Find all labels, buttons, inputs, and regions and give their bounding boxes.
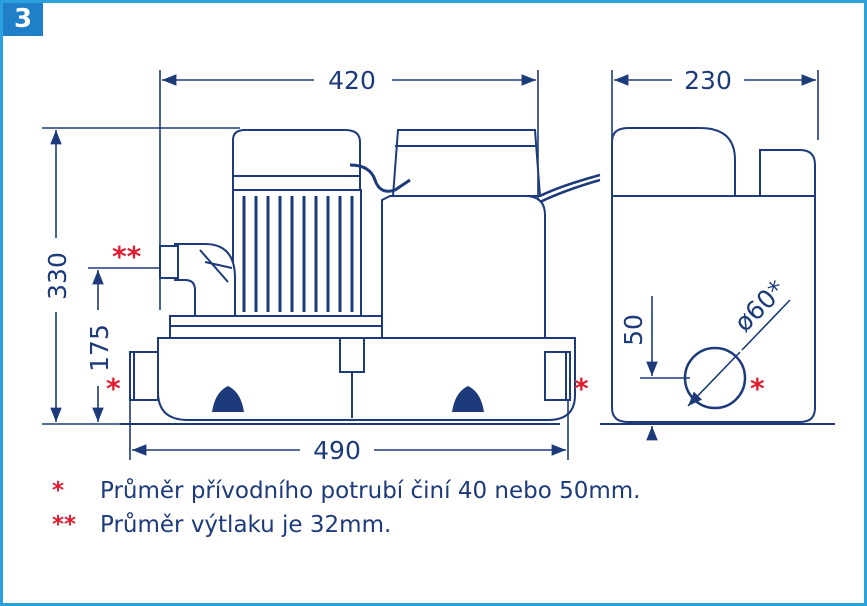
control-box-lid [391, 129, 542, 197]
motor-cap [232, 129, 361, 191]
legend-text-2: Průměr výtlaku je 32mm. [100, 512, 392, 538]
control-box-body [381, 195, 546, 339]
dim-height: 330 [43, 252, 72, 300]
legend-text-1: Průměr přívodního potrubí činí 40 nebo 5… [100, 478, 641, 504]
legend-line-1: * Průměr přívodního potrubí činí 40 nebo … [52, 478, 641, 504]
dim-depth: 230 [684, 66, 732, 95]
dim-width-top: 420 [328, 66, 376, 95]
dim-side-inlet-height: 50 [619, 314, 648, 346]
connecting-pipe [349, 163, 411, 193]
marker-inlet-right: * [574, 372, 589, 405]
legend-marker-2: ** [52, 512, 77, 538]
left-foot [212, 386, 244, 412]
power-cable [539, 173, 601, 198]
motor-body [232, 189, 362, 317]
legend-marker-1: * [52, 478, 65, 504]
marker-inlet-left: * [106, 372, 121, 405]
figure-number-badge: 3 [3, 3, 43, 36]
side-motor-cover [759, 149, 816, 197]
dim-inlet-height: 175 [85, 324, 114, 372]
drain-tube [339, 337, 365, 373]
right-foot [452, 386, 484, 412]
discharge-elbow [174, 243, 236, 317]
legend-line-2: ** Průměr výtlaku je 32mm. [52, 512, 391, 538]
marker-discharge: ** [112, 240, 142, 273]
discharge-outlet [159, 245, 179, 279]
dim-length-bottom: 490 [313, 436, 361, 465]
motor-fins [242, 196, 354, 312]
side-view [600, 127, 835, 425]
marker-inlet-side: * [750, 372, 765, 405]
dimension-lines [42, 70, 819, 460]
front-view [120, 129, 601, 425]
